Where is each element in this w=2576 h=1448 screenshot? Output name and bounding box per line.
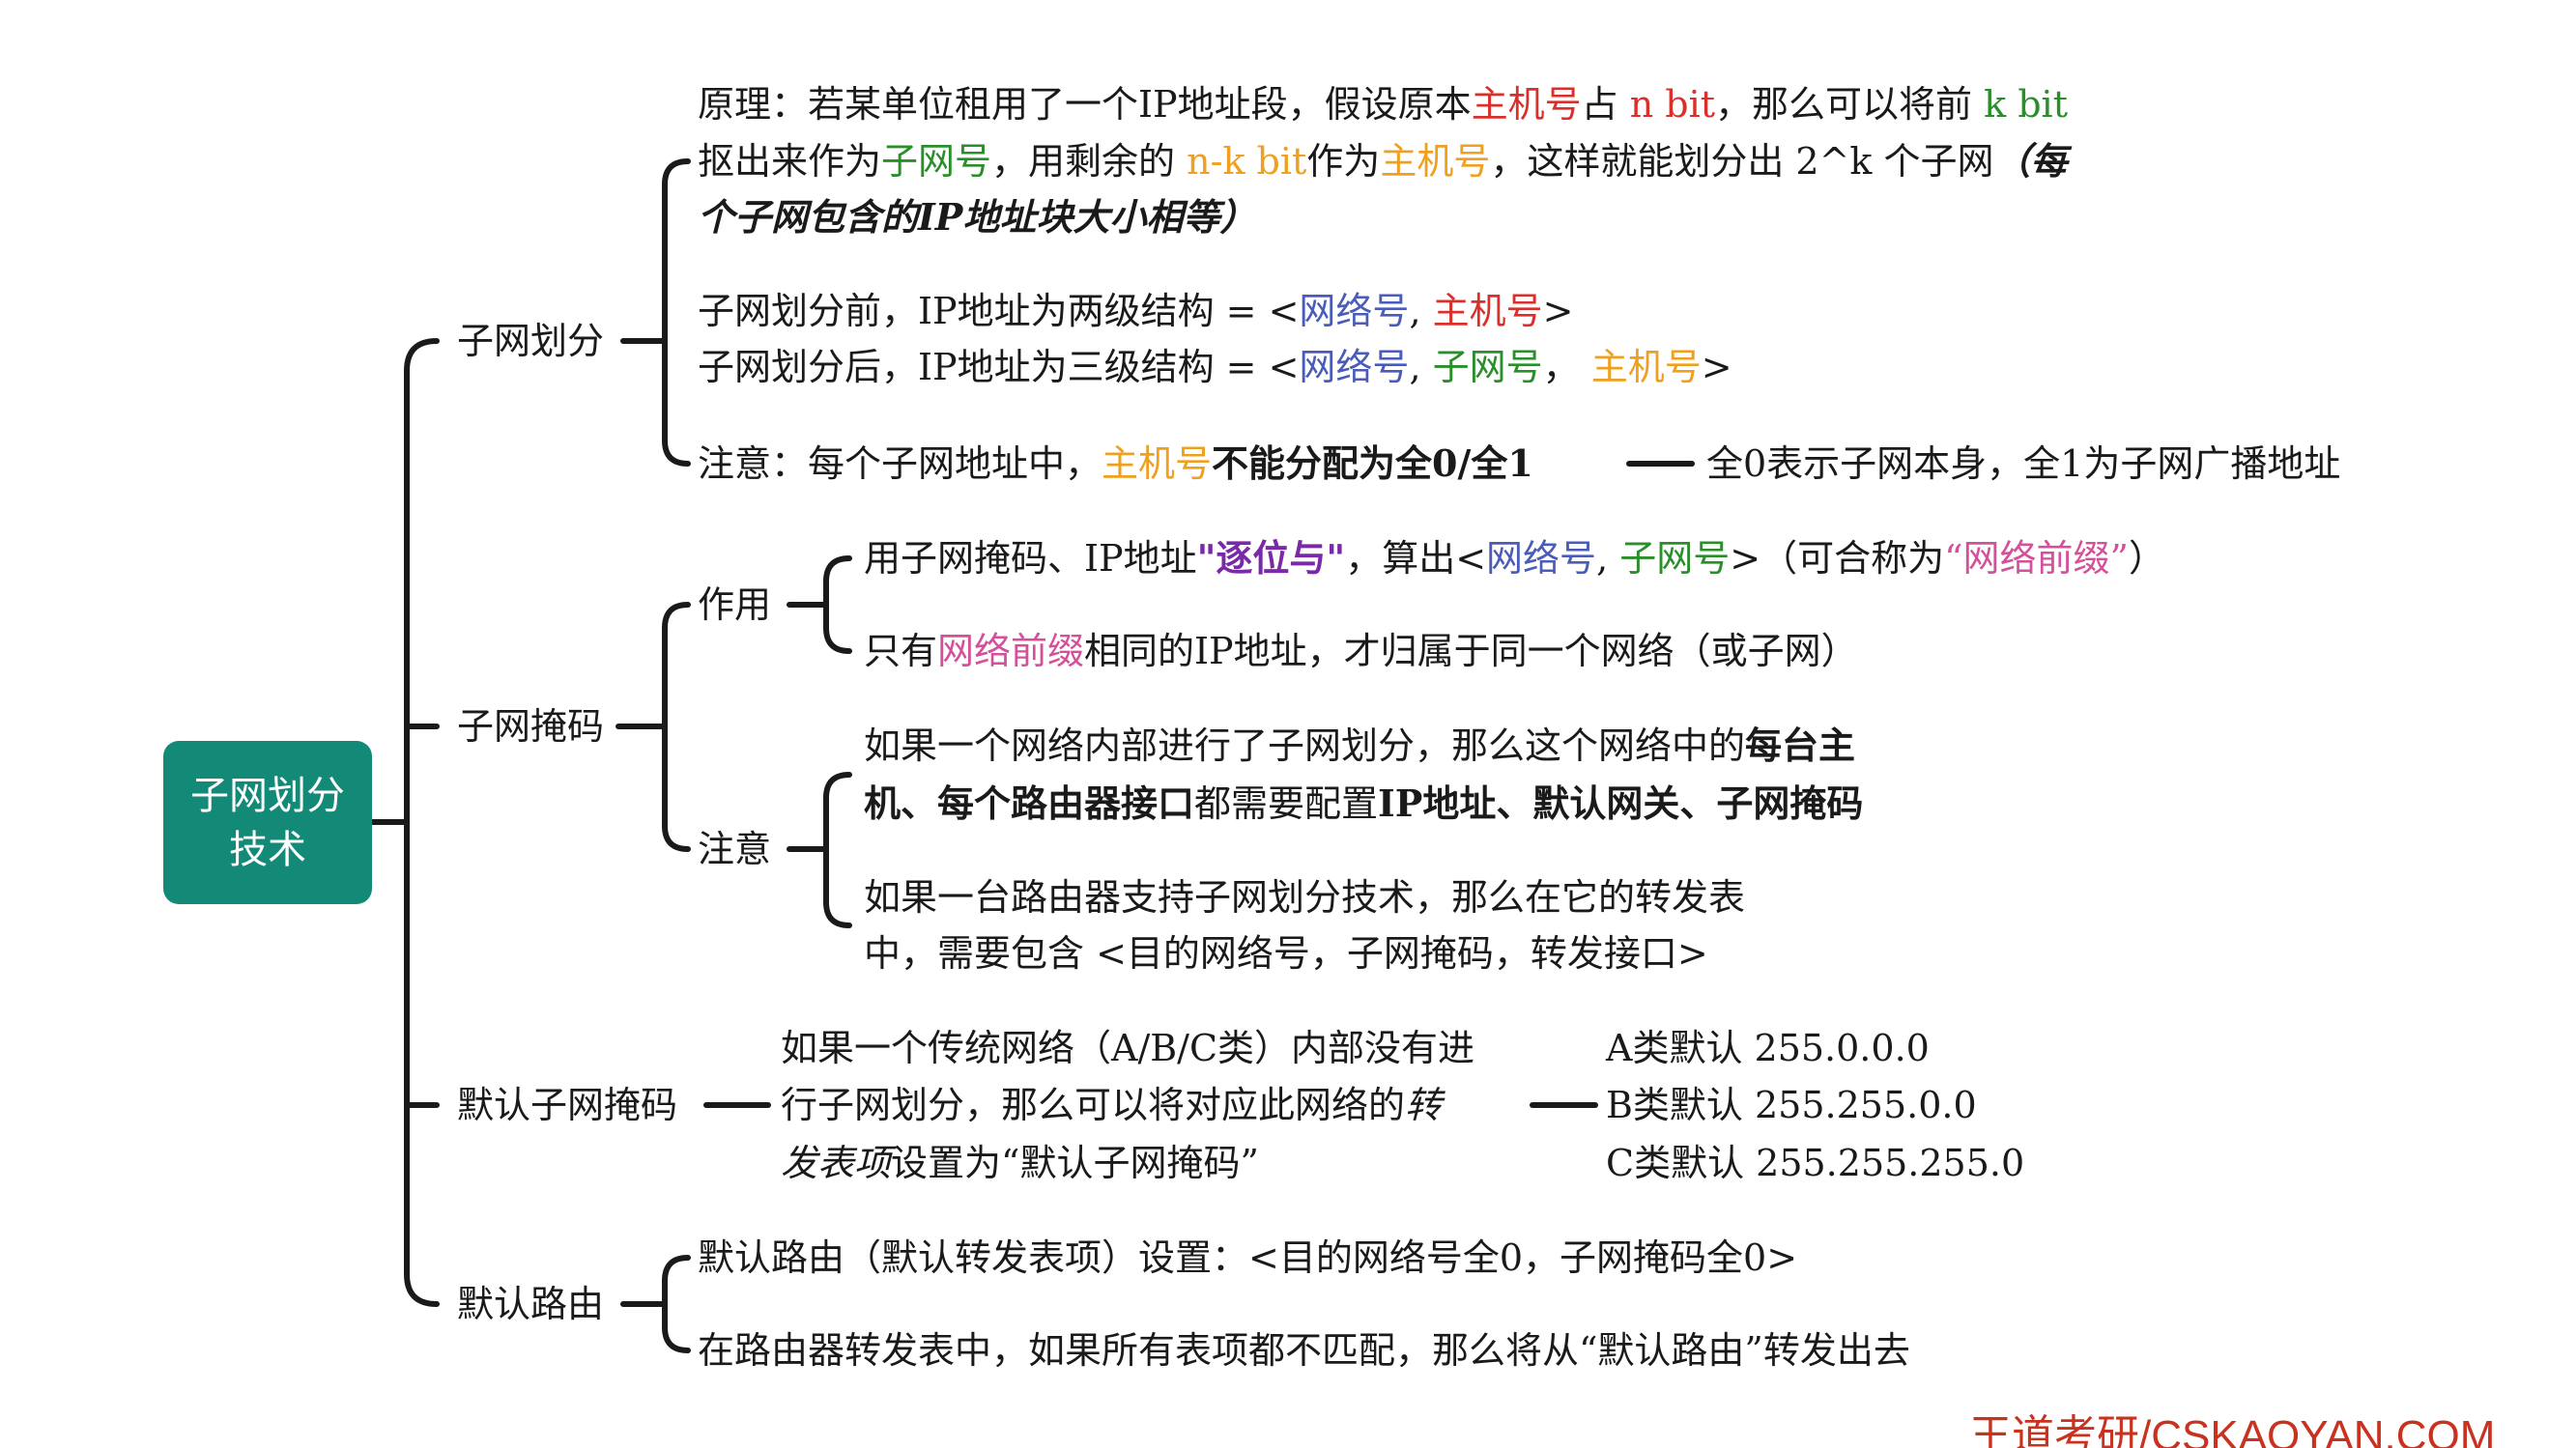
default-route-bracket — [620, 1255, 691, 1353]
text-segment: 用子网掩码、IP地址 — [864, 537, 1197, 580]
text-segment: 子网号 — [1432, 346, 1543, 388]
text-segment: 发表项 — [781, 1142, 892, 1184]
branch-mask-note: 注意 — [698, 828, 772, 870]
text-line: A类默认 255.0.0.0 — [1606, 1027, 1930, 1069]
text-segment: 子网划分后，IP地址为三级结构 = < — [698, 346, 1300, 388]
text-segment: k bit — [1984, 83, 2068, 126]
text-line: 原理：若某单位租用了一个IP地址段，假设原本主机号占 n bit，那么可以将前 … — [698, 83, 2068, 126]
text-line: 机、每个路由器接口都需要配置IP地址、默认网关、子网掩码 — [864, 781, 1864, 826]
main-bracket — [404, 338, 440, 1307]
text-segment: ） — [2128, 537, 2165, 580]
text-segment: 机、每个路由器接口 — [864, 781, 1195, 825]
text-segment: 网络号 — [1299, 290, 1410, 332]
text-segment: 如果一个网络内部进行了子网划分，那么这个网络中的 — [864, 724, 1746, 767]
text-line: 子网划分前，IP地址为两级结构 = <网络号, 主机号> — [698, 290, 1573, 332]
text-line: 如果一台路由器支持子网划分技术，那么在它的转发表 — [864, 876, 1745, 919]
text-segment: ， — [1542, 346, 1591, 388]
text-line: 中，需要包含 <目的网络号，子网掩码，转发接口> — [864, 932, 1708, 975]
text-segment: （每 — [1993, 139, 2068, 183]
text-line: 用子网掩码、IP地址"逐位与"，算出<网络号, 子网号>（可合称为“网络前缀”） — [864, 536, 2165, 581]
text-segment: 主机号 — [1102, 442, 1213, 485]
text-line: 注意：每个子网地址中，主机号不能分配为全0/全1 — [698, 441, 1533, 486]
text-line: 全0表示子网本身，全1为子网广播地址 — [1706, 442, 2340, 485]
text-segment: 行子网划分，那么可以将对应此网络的 — [781, 1084, 1406, 1126]
text-line: 如果一个传统网络（A/B/C类）内部没有进 — [781, 1027, 1474, 1069]
text-line: 抠出来作为子网号，用剩余的 n-k bit作为主机号，这样就能划分出 2^k 个… — [698, 139, 2068, 184]
text-segment: 抠出来作为 — [698, 140, 882, 183]
text-segment: 全0表示子网本身，全1为子网广播地址 — [1706, 442, 2341, 485]
text-segment: ，那么可以将前 — [1715, 83, 1985, 126]
text-line: 默认路由（默认转发表项）设置：<目的网络号全0，子网掩码全0> — [698, 1236, 1797, 1279]
text-line: 在路由器转发表中，如果所有表项都不匹配，那么将从“默认路由”转发出去 — [698, 1329, 1910, 1372]
text-line: B类默认 255.255.0.0 — [1606, 1084, 1977, 1126]
text-segment: ，用剩余的 — [991, 140, 1188, 183]
text-line: C类默认 255.255.255.0 — [1606, 1142, 2024, 1184]
text-segment: n-k bit — [1187, 140, 1307, 183]
text-segment: > — [1542, 290, 1574, 332]
text-segment: A类默认 255.0.0.0 — [1606, 1027, 1930, 1069]
text-segment: ，这样就能划分出 2^k 个子网 — [1490, 140, 1994, 183]
root-line1: 子网划分 — [190, 773, 345, 818]
text-segment: 相同的IP地址，才归属于同一个网络（或子网） — [1084, 630, 1858, 672]
text-segment: 设置为“默认子网掩码” — [891, 1142, 1259, 1184]
footer-brand: 王道考研/CSKAOYAN.COM — [1969, 1412, 2496, 1448]
text-segment: 每台主 — [1745, 724, 1856, 767]
text-segment: 主机号 — [1432, 290, 1543, 332]
text-segment: >（可合称为 — [1730, 537, 1945, 580]
text-segment: 在路由器转发表中，如果所有表项都不匹配，那么将从“默认路由”转发出去 — [698, 1329, 1910, 1372]
subnetting-bracket — [620, 158, 691, 467]
text-segment: 原理：若某单位租用了一个IP地址段，假设原本 — [698, 83, 1472, 126]
text-line: 个子网包含的IP地址块大小相等） — [698, 196, 1256, 239]
text-line: 发表项设置为“默认子网掩码” — [781, 1142, 1259, 1184]
text-segment: 网络号 — [1486, 537, 1597, 580]
text-segment: 如果一个传统网络（A/B/C类）内部没有进 — [781, 1027, 1475, 1069]
text-segment: 网络号 — [1299, 346, 1410, 388]
text-segment: 占 — [1581, 83, 1630, 126]
text-line: 子网划分后，IP地址为三级结构 = <网络号, 子网号， 主机号> — [698, 346, 1732, 388]
text-segment: , — [1409, 346, 1433, 388]
text-segment: C类默认 255.255.255.0 — [1606, 1142, 2025, 1184]
text-segment: 主机号 — [1471, 83, 1582, 126]
text-segment: 转 — [1405, 1084, 1443, 1126]
text-segment: 主机号 — [1380, 140, 1491, 183]
use-bracket — [787, 555, 852, 654]
text-segment: 子网划分前，IP地址为两级结构 = < — [698, 290, 1300, 332]
text-segment: , — [1409, 290, 1433, 332]
text-segment: 只有 — [864, 630, 938, 672]
text-segment: ，算出< — [1345, 537, 1487, 580]
text-segment: 不能分配为全0/全1 — [1212, 441, 1533, 485]
text-segment: n bit — [1629, 83, 1716, 126]
text-segment: 主机号 — [1590, 346, 1702, 388]
branch-subnetting: 子网划分 — [457, 320, 605, 362]
text-segment: “网络前缀” — [1944, 537, 2129, 580]
text-segment: B类默认 255.255.0.0 — [1606, 1084, 1977, 1126]
branch-subnet-mask: 子网掩码 — [457, 705, 605, 748]
text-segment: 默认路由（默认转发表项）设置：<目的网络号全0，子网掩码全0> — [698, 1236, 1798, 1279]
text-segment: 如果一台路由器支持子网划分技术，那么在它的转发表 — [864, 876, 1746, 919]
mask-bracket — [615, 602, 691, 852]
branch-default-mask: 默认子网掩码 — [457, 1084, 678, 1126]
text-segment: 作为 — [1306, 140, 1381, 183]
text-segment: 都需要配置 — [1194, 782, 1379, 825]
text-line: 只有网络前缀相同的IP地址，才归属于同一个网络（或子网） — [864, 630, 1858, 672]
root-line2: 技术 — [229, 827, 306, 872]
branch-default-route: 默认路由 — [457, 1283, 605, 1325]
text-segment: 子网号 — [881, 140, 992, 183]
text-segment: 子网号 — [1619, 537, 1731, 580]
text-segment: 个子网包含的IP地址块大小相等） — [698, 195, 1257, 239]
text-segment: 中，需要包含 <目的网络号，子网掩码，转发接口> — [864, 932, 1708, 975]
text-segment: , — [1596, 537, 1620, 580]
branch-mask-use: 作用 — [698, 583, 772, 626]
text-segment: > — [1701, 346, 1732, 388]
text-line: 行子网划分，那么可以将对应此网络的转 — [781, 1084, 1442, 1126]
text-segment: 网络前缀 — [937, 630, 1085, 672]
text-segment: "逐位与" — [1196, 536, 1346, 580]
note-bracket — [787, 772, 852, 928]
root-node: 子网划分技术 — [163, 741, 372, 904]
text-segment: IP地址、默认网关、子网掩码 — [1378, 781, 1864, 825]
text-segment: 注意：每个子网地址中， — [698, 442, 1102, 485]
text-line: 如果一个网络内部进行了子网划分，那么这个网络中的每台主 — [864, 724, 1856, 768]
